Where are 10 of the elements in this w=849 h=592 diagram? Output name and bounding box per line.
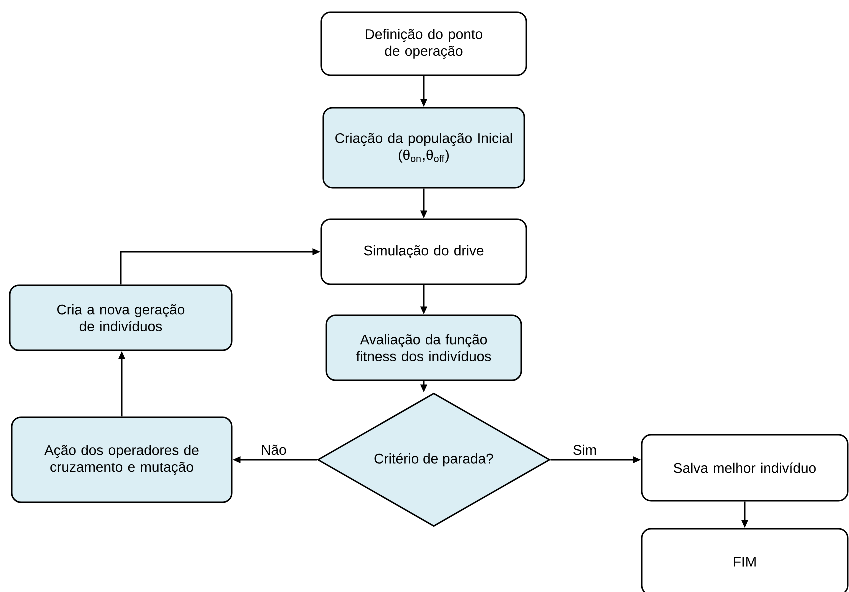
edge-label: Sim: [572, 444, 598, 456]
process-box: Simulação do drive: [320, 218, 528, 286]
process-box: Criação da população Inicial (θ$_{on}$,θ$_{off}$): [322, 107, 526, 189]
process-box: Cria a nova geração de indivíduos: [9, 284, 233, 352]
process-box: FIM: [641, 528, 849, 592]
process-box: Ação dos operadores de cruzamento e mutação: [11, 416, 233, 504]
process-box: Salva melhor indivíduo: [641, 434, 849, 502]
process-box: Avaliação da função fitness dos indivíduos: [326, 314, 522, 382]
edge-label: Não: [260, 444, 288, 456]
process-box: Definição do ponto de operação: [320, 12, 528, 76]
